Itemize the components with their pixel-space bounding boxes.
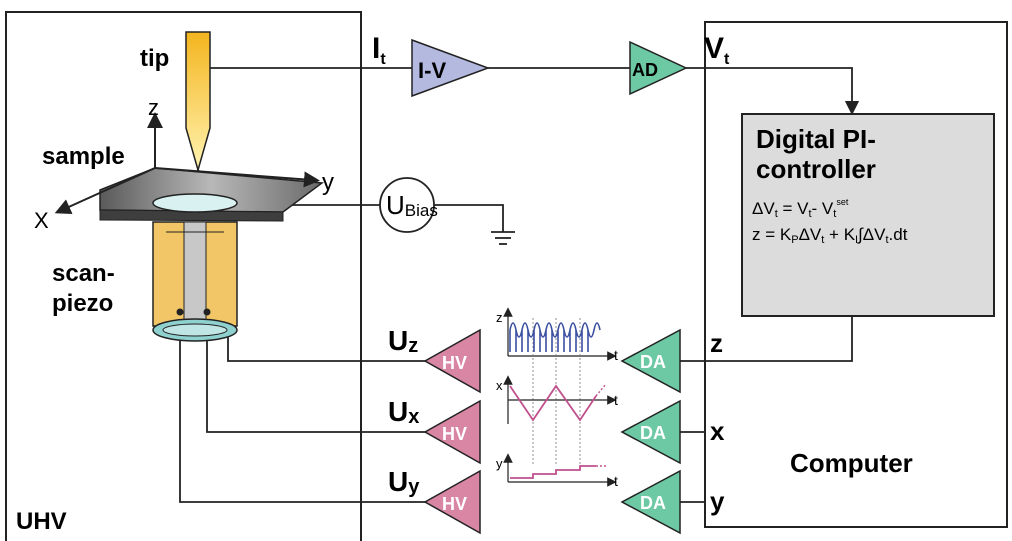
output-z-label: z — [710, 328, 723, 358]
graph-y — [503, 453, 617, 487]
da-converter-x — [620, 399, 681, 465]
graph-x-tlabel: t — [614, 392, 618, 408]
controller-title-1: Digital PI- — [756, 124, 876, 154]
stm-tip — [185, 31, 211, 173]
controller-equation-1: ΔVt = Vt- Vtset — [752, 197, 849, 220]
tunnel-current-label: It — [372, 32, 386, 68]
hv-amplifier-z — [423, 328, 481, 394]
graph-z — [503, 307, 617, 466]
bias-voltage-source — [379, 177, 435, 233]
controller-equation-2: z = KPΔVt + KI∫ΔVt.dt — [752, 225, 908, 246]
piezo-contact-y — [203, 308, 211, 316]
coordinate-axes — [54, 112, 320, 214]
graph-y-tlabel: t — [614, 473, 618, 489]
axis-z-label: z — [148, 95, 159, 120]
sample-label: sample — [42, 143, 125, 170]
da-x-label: DA — [640, 423, 666, 443]
z-signal-trace — [509, 322, 601, 352]
hv-z-label: HV — [442, 353, 467, 373]
y-signal-trace — [510, 465, 596, 479]
bias-voltage-label: UBias — [386, 190, 438, 220]
output-y-label: y — [710, 486, 725, 516]
pi-controller-box — [741, 113, 995, 317]
iv-amplifier — [411, 38, 491, 98]
da-converter-y — [620, 469, 681, 535]
piezo-contact-x — [176, 308, 184, 316]
uy-label: Uy — [388, 466, 420, 498]
piezo-inner — [183, 221, 207, 327]
ad-converter-label: AD — [632, 60, 658, 80]
iv-amplifier-label: I-V — [418, 58, 446, 83]
hv-amplifier-x — [423, 399, 481, 465]
ad-converter — [629, 40, 688, 96]
controller-title-2: controller — [756, 154, 876, 184]
scan-piezo-label-1: scan- — [52, 260, 115, 287]
tip-label: tip — [140, 45, 169, 72]
uhv-chamber-box — [5, 11, 362, 541]
ux-label: Ux — [388, 396, 419, 428]
graph-z-ylabel: z — [496, 310, 503, 325]
x-signal-trace — [509, 384, 597, 422]
uz-label: Uz — [388, 325, 418, 357]
tunnel-voltage-label: Vt — [704, 32, 730, 68]
hv-y-label: HV — [442, 494, 467, 514]
piezo-top-ring — [152, 193, 238, 213]
da-y-label: DA — [640, 493, 666, 513]
sample-plate-edge — [99, 209, 284, 222]
computer-label: Computer — [790, 448, 913, 478]
computer-box — [704, 21, 1008, 528]
da-converter-z — [620, 328, 681, 394]
axis-y-label: y — [322, 169, 334, 196]
graph-x-ylabel: x — [496, 378, 503, 393]
da-z-label: DA — [640, 352, 666, 372]
piezo-bottom-inner — [162, 323, 228, 337]
graph-y-ylabel: y — [496, 456, 503, 471]
uhv-label: UHV — [16, 508, 67, 535]
graph-x — [503, 375, 617, 424]
output-x-label: x — [710, 416, 725, 446]
hv-amplifier-y — [423, 469, 481, 535]
hv-x-label: HV — [442, 424, 467, 444]
axis-x-label: X — [34, 208, 49, 233]
scan-piezo-label-2: piezo — [52, 290, 113, 317]
graph-z-tlabel: t — [614, 347, 618, 363]
